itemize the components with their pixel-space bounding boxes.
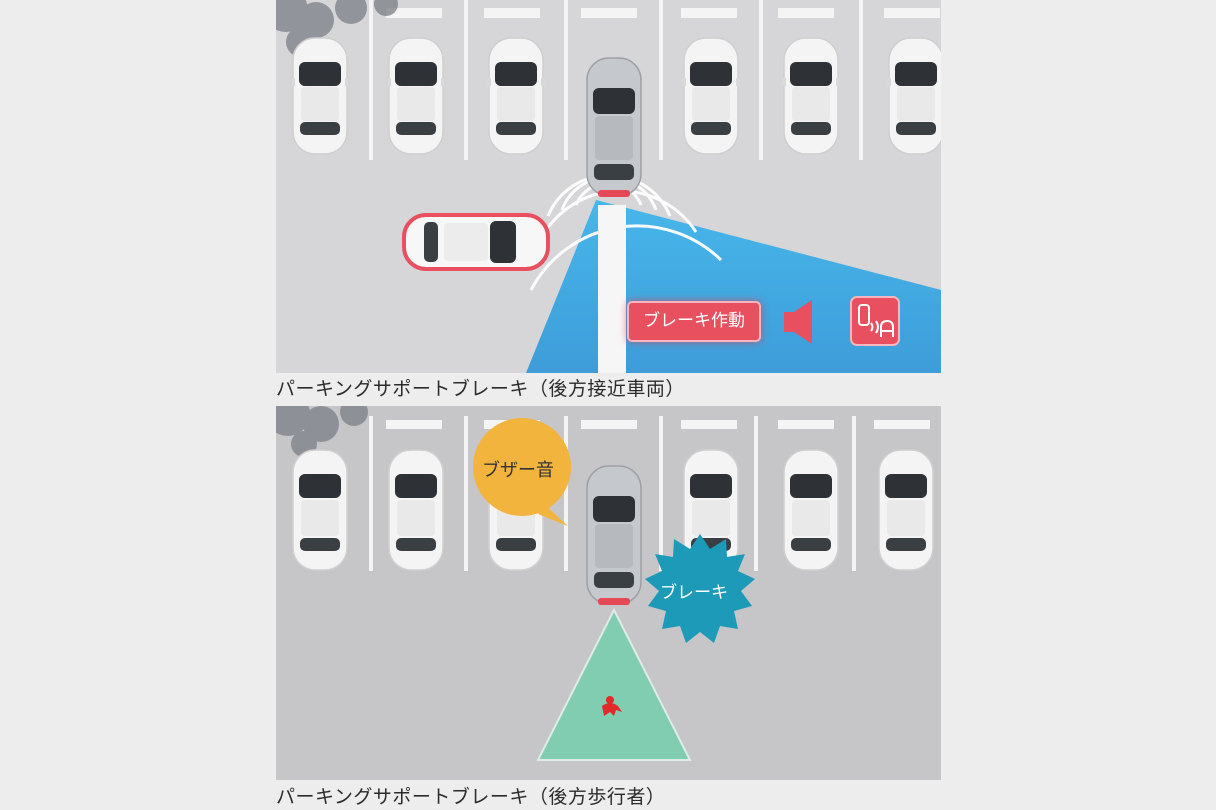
top-illustration bbox=[276, 0, 941, 373]
speaker-icon bbox=[784, 300, 812, 344]
caption-rear-pedestrian: パーキングサポートブレーキ（後方歩行者） bbox=[276, 786, 666, 808]
buzzer-bubble bbox=[473, 418, 571, 526]
brake-label: ブレーキ bbox=[660, 583, 728, 603]
brake-burst bbox=[645, 534, 755, 643]
bottom-illustration bbox=[276, 406, 941, 780]
brake-active-indicator: ブレーキ作動 bbox=[627, 301, 761, 342]
parking-sensor-icon bbox=[850, 296, 900, 346]
caption-rear-approaching-vehicle: パーキングサポートブレーキ（後方接近車両） bbox=[276, 378, 685, 400]
buzzer-label: ブザー音 bbox=[482, 460, 554, 481]
pedestrian-icon bbox=[602, 696, 622, 716]
